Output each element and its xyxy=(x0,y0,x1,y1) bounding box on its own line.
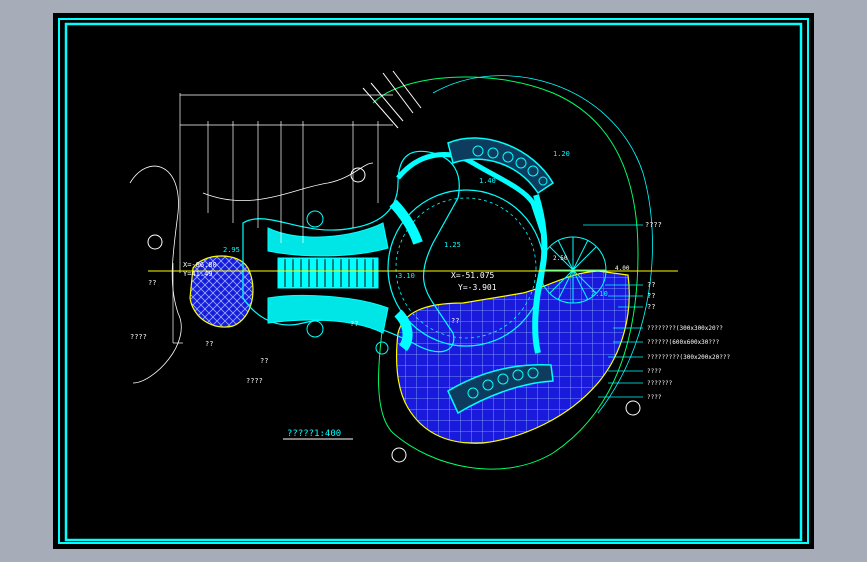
site-plan-drawing: ?????1:400 X=-86.80 Y=41.49 X=-51.075 Y=… xyxy=(58,18,809,544)
lower-crescent-circles xyxy=(467,367,539,399)
coord-right: X=-51.075 xyxy=(451,271,495,280)
walkway-blocks xyxy=(267,222,389,334)
drawing-caption: ?????1:400 xyxy=(287,429,341,439)
right-label-3: ?? xyxy=(647,303,655,311)
slope-label-5: 2.50 xyxy=(553,255,568,262)
slope-label-3: 1.25 xyxy=(444,241,461,249)
coord-left-2: Y=41.49 xyxy=(183,270,213,278)
lower-crescent xyxy=(447,363,554,415)
upper-path xyxy=(396,152,546,234)
north-arrow-icon xyxy=(362,70,422,129)
left-label-5: ???? xyxy=(246,377,263,385)
mid-label: ?? xyxy=(451,317,459,325)
leader-lines xyxy=(583,224,643,398)
site-boundary-outer xyxy=(432,75,653,414)
outer-border xyxy=(58,18,809,544)
right-label-2: ?? xyxy=(647,292,655,300)
walkway-stripes xyxy=(284,259,374,287)
dim-right: 2.10 xyxy=(591,290,608,298)
note-4: ???? xyxy=(647,368,662,375)
left-contour xyxy=(129,165,182,384)
left-label-6: ?? xyxy=(350,320,358,328)
left-label-3: ?? xyxy=(205,340,213,348)
central-circle-inner xyxy=(395,197,537,339)
connector-path-2 xyxy=(394,309,413,352)
note-3: ?????????(300x200x20??? xyxy=(647,354,730,361)
right-label-1: ?? xyxy=(647,281,655,289)
drawing-frame: ?????1:400 X=-86.80 Y=41.49 X=-51.075 Y=… xyxy=(53,13,814,549)
upper-crescent xyxy=(447,137,554,195)
note-2: ??????(600x600x30??? xyxy=(647,339,720,346)
left-contour-2 xyxy=(202,162,374,201)
inner-border xyxy=(64,22,803,542)
section-marker-icon xyxy=(147,167,641,463)
left-label-1: ?? xyxy=(148,279,156,287)
connector-path xyxy=(389,199,423,245)
site-boundary xyxy=(372,76,639,470)
elev-label-1: 2.95 xyxy=(223,246,240,254)
dimension-lines xyxy=(172,93,393,344)
left-label-4: ?? xyxy=(260,357,268,365)
note-5: ??????? xyxy=(647,380,673,387)
elev-label-2: 3.10 xyxy=(398,272,415,280)
note-6: ???? xyxy=(647,394,662,401)
coord-right-2: Y=-3.901 xyxy=(458,283,497,292)
coord-left: X=-86.80 xyxy=(183,261,217,269)
right-top-label: ???? xyxy=(645,221,662,229)
slope-label-2: 1.20 xyxy=(553,150,570,158)
note-1: ????????(300x300x20?? xyxy=(647,325,723,332)
left-label-2: ???? xyxy=(130,333,147,341)
upper-crescent-circles xyxy=(472,145,548,186)
slope-label-4: 4.00 xyxy=(615,265,630,272)
slope-label-1: 1.40 xyxy=(479,177,496,185)
right-walkway xyxy=(532,194,548,354)
small-pool-hatch xyxy=(189,255,254,328)
